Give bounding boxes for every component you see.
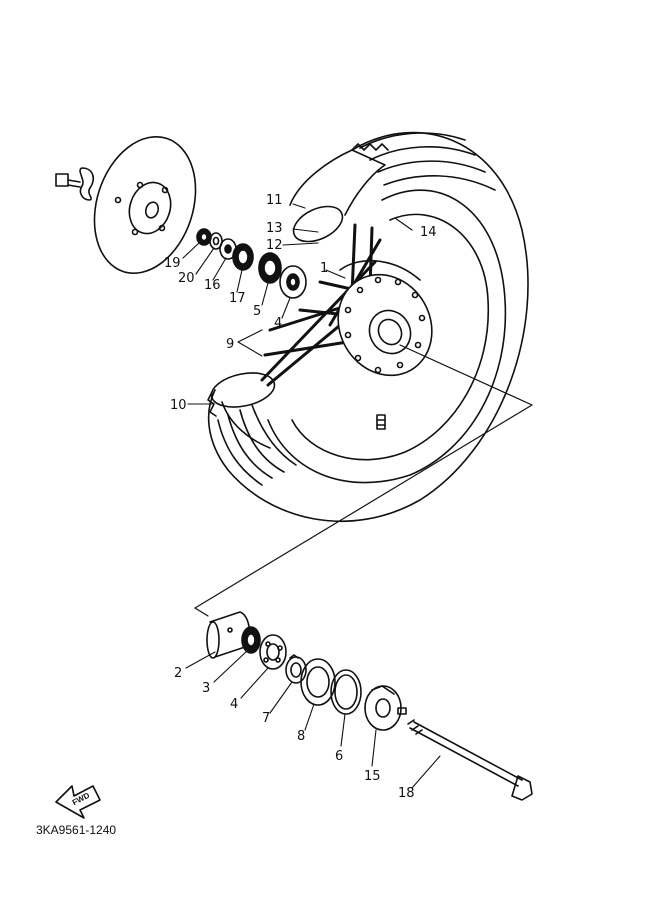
bearing-3 [241,626,261,654]
callout-7: 7 [262,711,270,726]
valve-stem [376,414,386,430]
callout-4-bottom: 4 [230,697,238,712]
lock-washer [79,167,95,201]
callout-19: 19 [164,256,181,271]
bearing-4-top [279,265,307,299]
nut-19 [196,228,212,246]
callout-2: 2 [174,666,182,681]
washer-20 [209,232,223,250]
oil-seal-8 [300,658,336,706]
disc-bolt [55,173,81,188]
bearing-4-bottom [259,634,287,670]
tire [207,131,529,523]
callout-14: 14 [420,225,437,240]
gear-unit-15 [364,685,407,731]
callout-8: 8 [297,729,305,744]
brake-disc [93,135,197,275]
wheel-hub [337,259,433,377]
axle-centerline [194,344,533,617]
callout-9: 9 [226,337,234,352]
callout-6: 6 [335,749,343,764]
bearing-5 [258,252,282,284]
callout-20: 20 [178,271,195,286]
axle-18 [407,719,533,801]
callout-16: 16 [204,278,221,293]
callout-15: 15 [364,769,381,784]
callout-17: 17 [229,291,246,306]
callout-10: 10 [170,398,187,413]
tire-section-top [289,143,389,243]
callout-11: 11 [266,193,283,208]
callout-5: 5 [253,304,261,319]
collar-6 [330,669,362,715]
fwd-arrow-icon [55,785,101,819]
callout-13: 13 [266,221,283,236]
leader-lines [182,203,441,789]
callout-4-top: 4 [274,316,282,331]
callout-3: 3 [202,681,210,696]
callout-1: 1 [320,261,328,276]
part-code: 3KA9561-1240 [36,823,116,837]
callout-18: 18 [398,786,415,801]
tire-section-bottom [207,372,276,449]
oil-seal-17 [232,243,254,271]
retainer-7 [285,654,307,684]
callout-labels: 11 13 12 14 1 9 10 19 20 16 17 5 4 2 3 4… [164,193,437,801]
callout-12: 12 [266,238,283,253]
